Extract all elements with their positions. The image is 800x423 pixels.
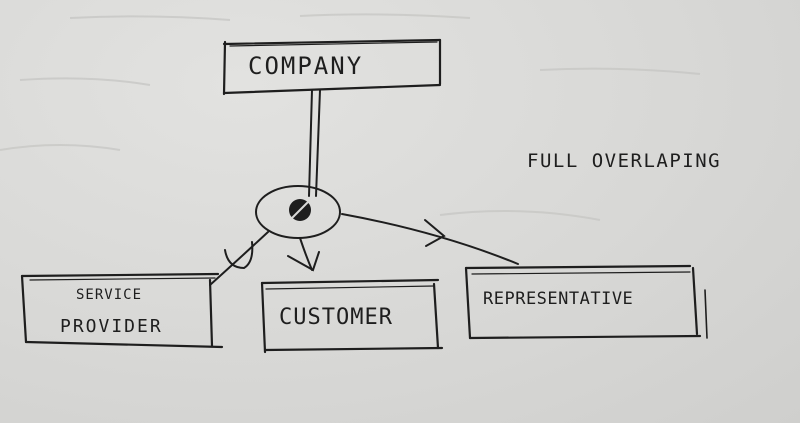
service-provider-box — [20, 272, 224, 349]
edge-company-junction — [308, 89, 321, 197]
representative-box — [464, 264, 708, 340]
paper-texture — [0, 13, 701, 221]
service-provider-label-line1: SERVICE — [76, 287, 143, 303]
representative-label: REPRESENTATIVE — [483, 289, 634, 309]
edge-junction-customer — [287, 237, 320, 272]
service-provider-label-line2: PROVIDER — [60, 316, 163, 337]
company-label: COMPANY — [248, 52, 364, 80]
edge-junction-representative — [341, 213, 519, 265]
junction-circle — [255, 185, 341, 239]
edge-junction-service-provider — [209, 231, 269, 286]
customer-label: CUSTOMER — [279, 305, 393, 330]
company-box — [222, 38, 442, 96]
customer-box — [260, 278, 444, 354]
overlap-annotation: FULL OVERLAPING — [527, 150, 722, 172]
